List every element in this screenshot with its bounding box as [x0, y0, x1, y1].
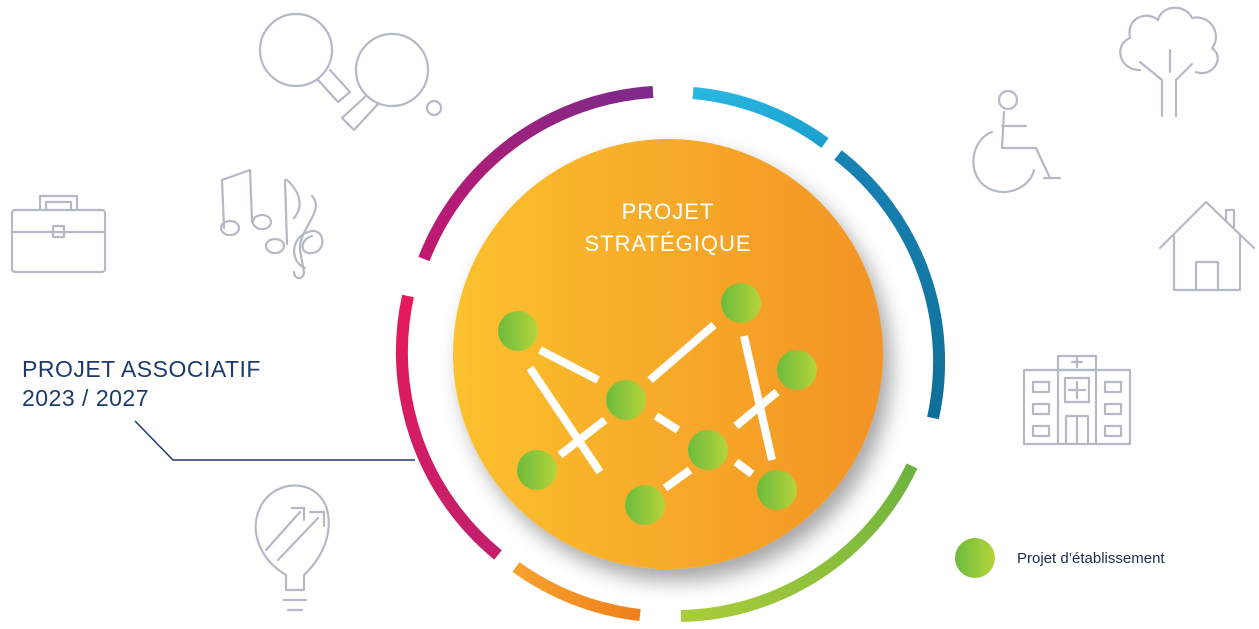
legend: Projet d’établissement: [955, 538, 1165, 578]
house-icon: [1158, 200, 1256, 292]
associative-project-title: PROJET ASSOCIATIF: [22, 356, 261, 382]
ring-segment-teal: [834, 150, 946, 420]
center-title-line2: STRATÉGIQUE: [584, 231, 751, 256]
ring-segment-orange: [512, 562, 641, 621]
legend-label: Projet d’établissement: [1017, 549, 1165, 567]
network-node: [757, 470, 797, 510]
network-node: [777, 350, 817, 390]
network-node: [517, 450, 557, 490]
ring-segment-pink: [395, 294, 502, 560]
ring-segment-cyan: [692, 87, 829, 148]
network-node: [625, 485, 665, 525]
ring-segment-purple: [418, 86, 654, 262]
network-node: [498, 311, 538, 351]
network-nodes: [498, 283, 817, 525]
wheelchair-icon: [972, 89, 1062, 193]
hospital-icon: [1022, 354, 1132, 446]
music-notes-icon: [219, 168, 324, 280]
tree-icon: [1119, 6, 1219, 118]
lightbulb-icon: [254, 484, 330, 612]
network-node: [721, 283, 761, 323]
legend-swatch: [955, 538, 995, 578]
side-label-leader-line: [134, 420, 415, 461]
associative-project-period: 2023 / 2027: [22, 385, 150, 411]
outer-ring: [395, 86, 946, 622]
associative-project-label: PROJET ASSOCIATIF 2023 / 2027: [22, 355, 261, 413]
ping-pong-icon: [258, 12, 443, 132]
network-node: [606, 380, 646, 420]
center-title-line1: PROJET: [622, 199, 715, 224]
network-node: [688, 430, 728, 470]
briefcase-icon: [10, 194, 107, 274]
network-connectors: [526, 321, 780, 492]
strategic-project-circle: [453, 139, 883, 569]
ring-segment-green: [680, 463, 918, 622]
